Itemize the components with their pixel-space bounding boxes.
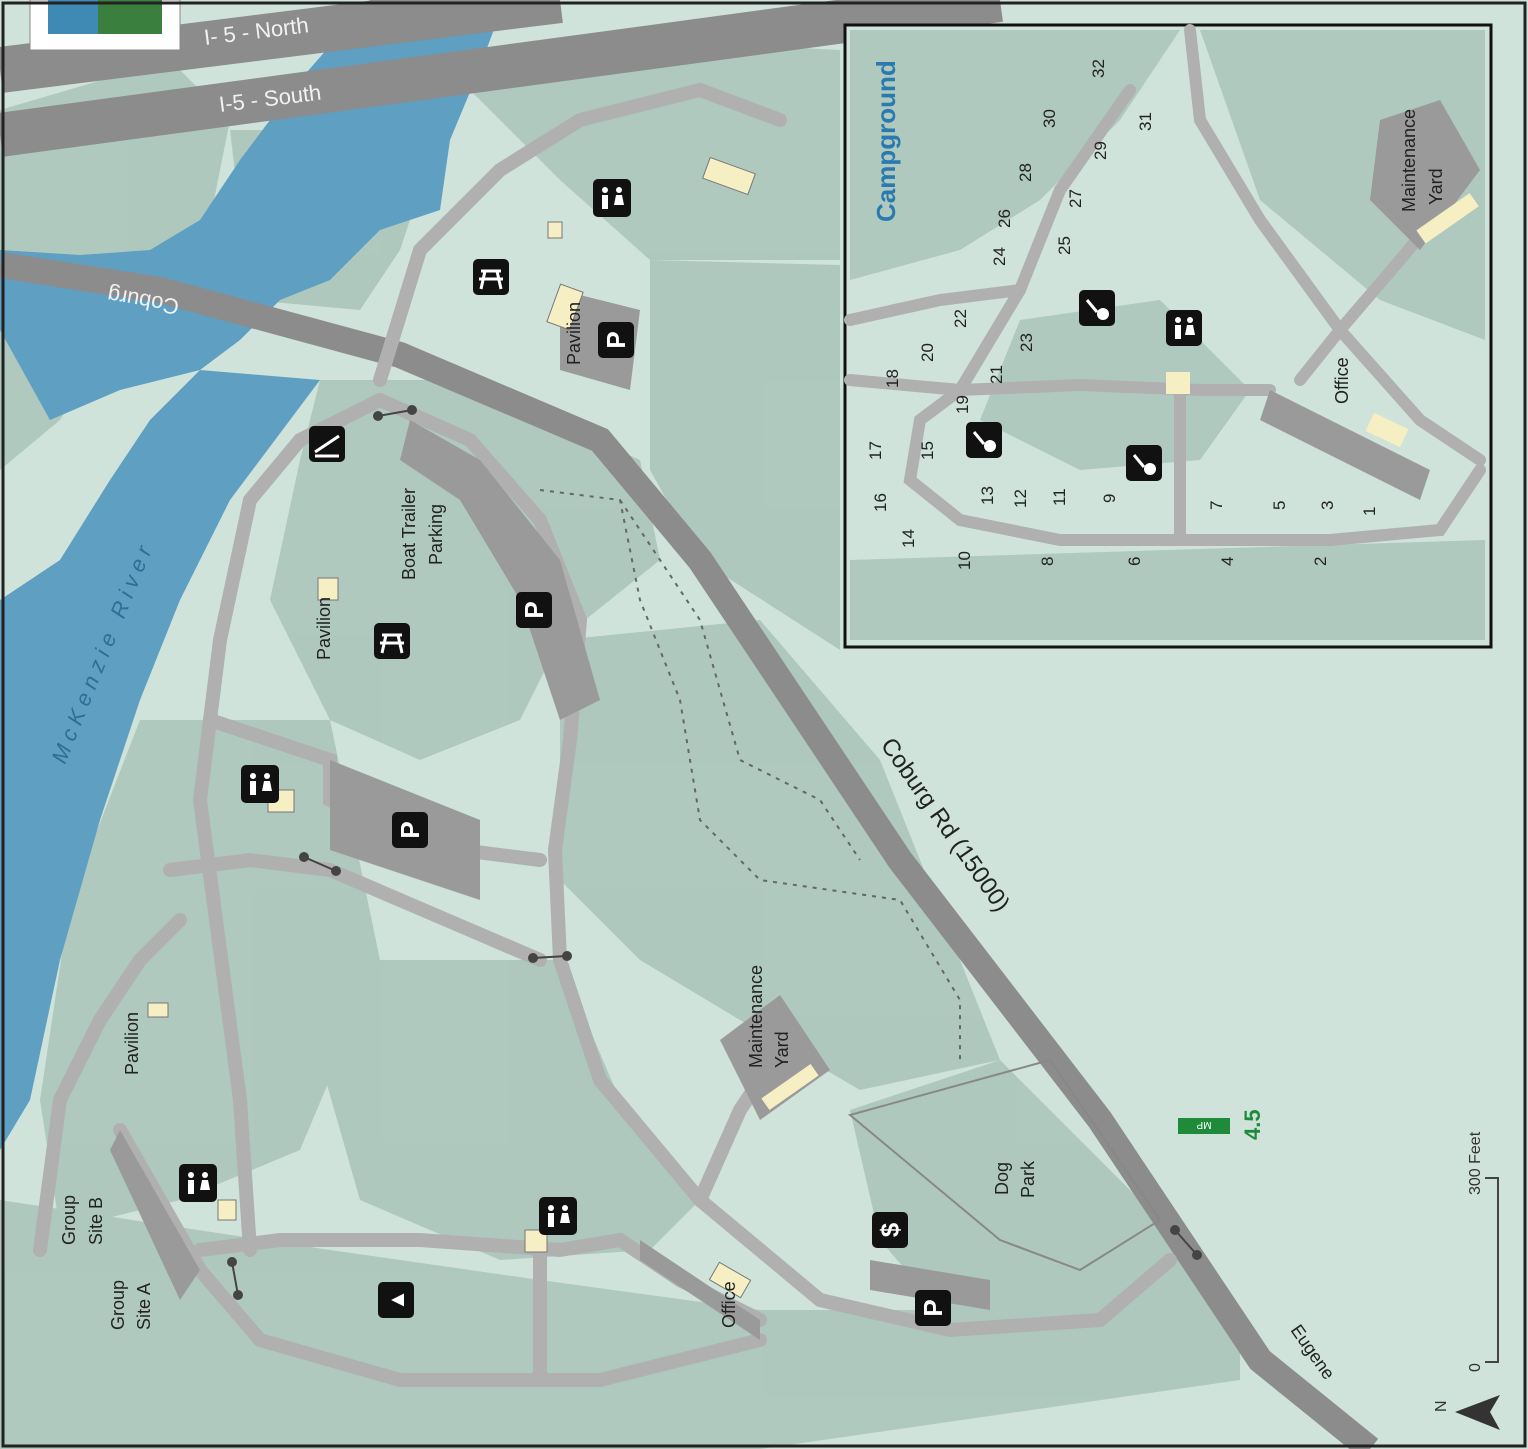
forest-areas [0, 40, 1240, 1449]
site-10: 10 [955, 551, 974, 570]
site-20: 20 [918, 343, 937, 362]
parking-icon: P [598, 322, 634, 358]
dump-station-icon [1079, 290, 1115, 326]
restroom-icon [539, 1197, 577, 1235]
scale-bar [1485, 1177, 1499, 1363]
campground-inset: Campground Office Maintenance Yard 1 2 3… [843, 23, 1493, 649]
site-6: 6 [1125, 557, 1144, 566]
site-29: 29 [1091, 141, 1110, 160]
inset-office-label: Office [1332, 357, 1352, 404]
campsite-numbers: 1 2 3 4 5 6 7 8 9 10 11 12 13 14 15 16 1… [866, 59, 1379, 570]
inset-title: Campground [871, 60, 901, 222]
maintenance-label: Maintenance [746, 965, 766, 1068]
restroom-icon [1166, 310, 1202, 346]
restroom-icon [241, 765, 279, 803]
buildings [147, 156, 756, 1299]
site-18: 18 [883, 369, 902, 388]
site-12: 12 [1011, 489, 1030, 508]
svg-text:▲: ▲ [384, 1289, 409, 1311]
highways [0, 0, 1379, 1449]
parking-icon: P [915, 1290, 951, 1326]
group-site-b-label-2: Site B [86, 1197, 106, 1245]
north-label: N [1433, 1400, 1450, 1412]
maintenance-yard [720, 995, 830, 1120]
camping-icon: ▲ [378, 1282, 414, 1318]
parking-icon: P [392, 812, 428, 848]
site-7: 7 [1207, 501, 1226, 510]
group-site-a-label-1: Group [108, 1280, 128, 1330]
site-9: 9 [1100, 494, 1119, 503]
site-14: 14 [899, 529, 918, 548]
maintenance-building [761, 1064, 819, 1110]
site-21: 21 [987, 365, 1006, 384]
site-23: 23 [1017, 333, 1036, 352]
milepost-value: 4.5 [1240, 1109, 1265, 1140]
pavilion-label-north: Pavilion [564, 302, 584, 365]
site-11: 11 [1050, 488, 1069, 506]
inset-yard-label: Yard [1426, 168, 1446, 205]
boat-ramp-icon [309, 426, 345, 462]
site-30: 30 [1040, 109, 1059, 128]
scale-zero: 0 [1467, 1363, 1484, 1372]
picnic-table-icon [473, 259, 509, 295]
fee-icon: $ [872, 1212, 908, 1248]
parking-icon: P [516, 592, 552, 628]
dog-park-boundary [847, 1058, 1162, 1272]
svg-text:$: $ [875, 1222, 905, 1237]
milepost-sign [1178, 1118, 1230, 1134]
site-31: 31 [1136, 112, 1155, 131]
group-site-a-label-2: Site A [134, 1283, 154, 1330]
site-22: 22 [951, 309, 970, 328]
site-3: 3 [1318, 501, 1337, 510]
site-28: 28 [1016, 163, 1035, 182]
north-arrow-icon [1455, 1395, 1500, 1430]
site-15: 15 [918, 441, 937, 460]
site-32: 32 [1089, 59, 1108, 78]
site-24: 24 [990, 247, 1009, 266]
dump-station-icon [966, 422, 1002, 458]
trails [539, 489, 961, 1060]
pavilion-label-south: Pavilion [122, 1012, 142, 1075]
svg-text:P: P [601, 331, 631, 348]
inset-maintenance-label: Maintenance [1399, 109, 1419, 212]
scale-length: 300 Feet [1467, 1131, 1484, 1195]
site-13: 13 [978, 486, 997, 505]
pavilion-label-central: Pavilion [314, 597, 334, 660]
park-roads [33, 82, 1177, 1387]
gates [227, 405, 1202, 1300]
svg-text:P: P [918, 1299, 948, 1316]
svg-text:P: P [395, 821, 425, 838]
restroom-icon [593, 179, 631, 217]
site-2: 2 [1311, 557, 1330, 566]
dump-station-icon [1126, 445, 1162, 481]
park-label: Park [1018, 1160, 1038, 1198]
picnic-table-icon [374, 623, 410, 659]
group-site-b-label-1: Group [59, 1195, 79, 1245]
mckenzie-river-lower [0, 370, 320, 1150]
svg-text:P: P [519, 601, 549, 618]
site-8: 8 [1038, 557, 1057, 566]
site-25: 25 [1055, 236, 1074, 255]
boat-trailer-label-2: Parking [426, 504, 446, 565]
milepost-sign-text: MP [1196, 1119, 1211, 1130]
agency-logo [29, 0, 181, 51]
dog-label: Dog [992, 1162, 1012, 1195]
boat-trailer-label-1: Boat Trailer [399, 488, 419, 580]
site-27: 27 [1066, 189, 1085, 208]
restroom-icon [179, 1164, 217, 1202]
yard-label: Yard [772, 1031, 792, 1068]
site-16: 16 [871, 493, 890, 512]
site-4: 4 [1218, 557, 1237, 566]
site-26: 26 [995, 209, 1014, 228]
site-1: 1 [1360, 507, 1379, 516]
office-label: Office [719, 1281, 739, 1328]
site-19: 19 [953, 395, 972, 414]
site-5: 5 [1270, 501, 1289, 510]
site-17: 17 [866, 441, 885, 460]
